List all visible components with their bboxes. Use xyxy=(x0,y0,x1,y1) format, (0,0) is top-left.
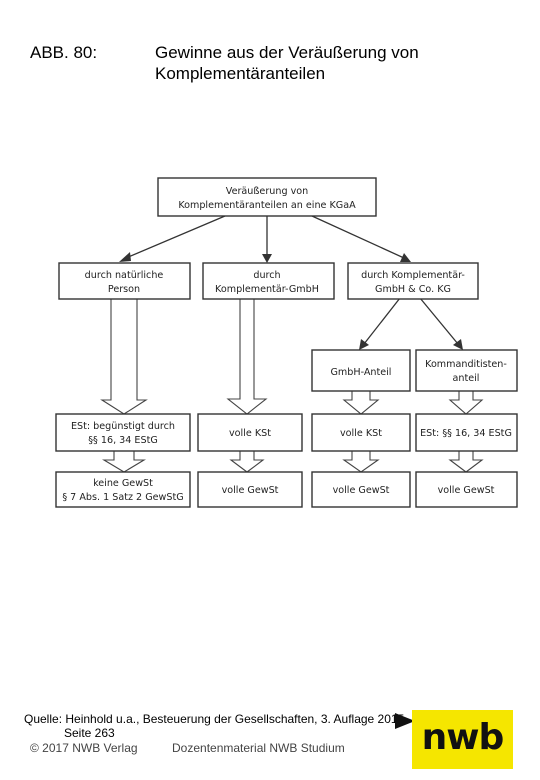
node-kst-kg-label: volle KSt xyxy=(340,428,382,439)
hollow-arrow-kommandit-est xyxy=(448,390,484,415)
node-branch-person-line-2: Person xyxy=(108,284,140,295)
node-keine-gewst-line-1: keine GewSt xyxy=(93,478,153,489)
node-branch-gmbh-line-1: durch xyxy=(253,270,280,281)
node-gmbh-anteil-label: GmbH-Anteil xyxy=(331,367,392,378)
node-branch-kg-line-2: GmbH & Co. KG xyxy=(375,284,451,295)
node-branch-kg-line-1: durch Komplementär- xyxy=(361,270,465,281)
node-gewst-gmbh-label: volle GewSt xyxy=(222,485,279,496)
material-notice: Dozentenmaterial NWB Studium xyxy=(172,741,345,755)
node-root: Veräußerung von Komplementäranteilen an … xyxy=(157,177,377,217)
copyright-notice: © 2017 NWB Verlag xyxy=(30,741,138,755)
hollow-arrow-person-est xyxy=(100,298,148,415)
figure-title-line-2: Komplementäranteilen xyxy=(155,64,326,83)
source-page: Seite 263 xyxy=(64,726,115,740)
nwb-logo-text: nwb xyxy=(421,717,505,758)
figure-label: ABB. 80: xyxy=(30,43,98,62)
hollow-arrows xyxy=(100,298,484,473)
connector-root-person xyxy=(125,215,226,259)
connector-kg-gmbh-anteil xyxy=(363,297,401,345)
node-branch-kg: durch Komplementär- GmbH & Co. KG xyxy=(347,262,479,300)
hollow-arrow-kst-gewst-kg xyxy=(342,450,380,473)
node-kommandit: Kommanditisten- anteil xyxy=(415,349,518,392)
node-root-line-1: Veräußerung von xyxy=(226,186,308,197)
hollow-arrow-gmbh-kst xyxy=(226,298,268,415)
pointer-arrow-icon xyxy=(395,713,415,729)
arrowhead-gmbh xyxy=(262,254,272,263)
arrowhead-person xyxy=(119,252,131,262)
node-est-kommandit-label: ESt: §§ 16, 34 EStG xyxy=(420,428,512,439)
node-branch-person-line-1: durch natürliche xyxy=(85,270,164,281)
node-branch-person: durch natürliche Person xyxy=(58,262,191,300)
hollow-arrow-est-keine-gewst xyxy=(102,450,146,473)
hollow-arrow-kst-gewst-gmbh xyxy=(229,450,265,473)
node-gewst-gmbh: volle GewSt xyxy=(197,471,303,508)
node-keine-gewst-line-2: § 7 Abs. 1 Satz 2 GewStG xyxy=(62,492,183,503)
node-kst-gmbh-label: volle KSt xyxy=(229,428,271,439)
connector-root-kg xyxy=(311,215,405,259)
arrowhead-kommandit xyxy=(453,339,463,350)
node-keine-gewst: keine GewSt § 7 Abs. 1 Satz 2 GewStG xyxy=(55,471,191,508)
arrowhead-gmbh-anteil xyxy=(359,339,369,350)
node-est-beguenstigt: ESt: begünstigt durch §§ 16, 34 EStG xyxy=(55,413,191,452)
node-gmbh-anteil: GmbH-Anteil xyxy=(311,349,411,392)
node-branch-gmbh-line-2: Komplementär-GmbH xyxy=(215,284,319,295)
node-branch-gmbh: durch Komplementär-GmbH xyxy=(202,262,335,300)
node-kommandit-line-1: Kommanditisten- xyxy=(425,359,507,370)
node-gewst-kg-gmbh-label: volle GewSt xyxy=(333,485,390,496)
connectors xyxy=(119,215,463,350)
node-root-line-2: Komplementäranteilen an eine KGaA xyxy=(178,200,356,211)
hollow-arrow-est-gewst-kommandit xyxy=(448,450,484,473)
arrowhead-kg xyxy=(400,253,411,262)
source-citation: Quelle: Heinhold u.a., Besteuerung der G… xyxy=(24,712,405,726)
node-kommandit-line-2: anteil xyxy=(453,373,480,384)
node-est-beguenstigt-line-2: §§ 16, 34 EStG xyxy=(88,435,158,446)
node-est-beguenstigt-line-1: ESt: begünstigt durch xyxy=(71,421,175,432)
node-kst-gmbh: volle KSt xyxy=(197,413,303,452)
hollow-arrow-kg-gmbh-kst xyxy=(342,390,380,415)
node-kst-kg: volle KSt xyxy=(311,413,411,452)
nwb-logo: nwb xyxy=(412,710,513,769)
connector-kg-kommandit xyxy=(419,297,459,345)
flow-diagram: Veräußerung von Komplementäranteilen an … xyxy=(55,177,518,508)
figure-title: Gewinne aus der Veräußerung von Kompleme… xyxy=(155,42,515,84)
node-gewst-kg-gmbh: volle GewSt xyxy=(311,471,411,508)
node-gewst-kommandit: volle GewSt xyxy=(415,471,518,508)
node-est-kommandit: ESt: §§ 16, 34 EStG xyxy=(415,413,518,452)
node-gewst-kommandit-label: volle GewSt xyxy=(438,485,495,496)
figure-title-line-1: Gewinne aus der Veräußerung von xyxy=(155,43,419,62)
